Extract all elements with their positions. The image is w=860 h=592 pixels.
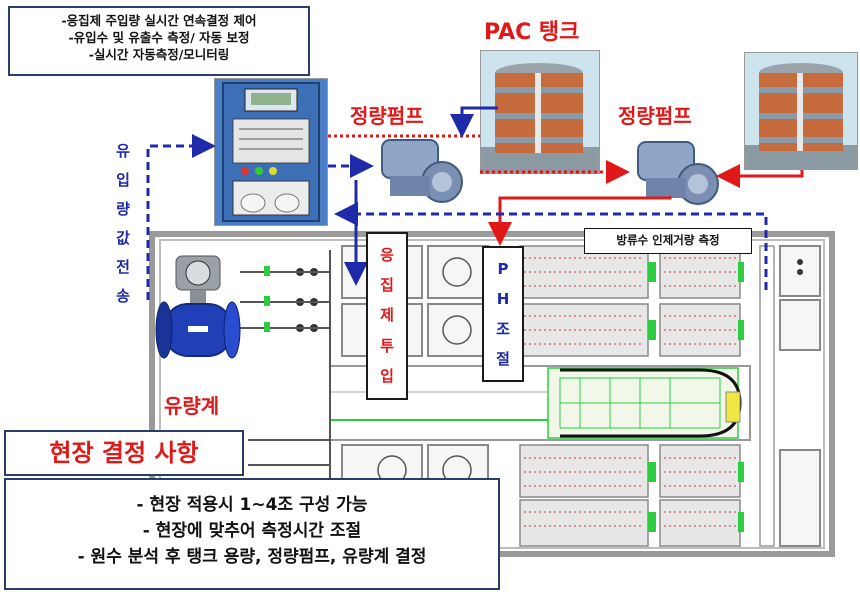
vertical-char: 전 bbox=[116, 258, 130, 276]
metering-pump-label-1: 정량펌프 bbox=[350, 104, 424, 128]
vertical-char: 응 bbox=[380, 245, 394, 264]
ph-adjustment-box: P H 조 절 bbox=[482, 246, 524, 382]
vertical-char: 량 bbox=[116, 200, 130, 218]
flowmeter-label: 유량계 bbox=[164, 394, 220, 418]
discharge-measurement-label: 방류수 인제거량 측정 bbox=[584, 228, 752, 254]
vertical-char: 조 bbox=[496, 319, 510, 338]
flowmeter-image bbox=[150, 250, 246, 370]
vertical-char: 입 bbox=[116, 171, 130, 189]
vertical-char: P bbox=[497, 259, 509, 278]
inflow-value-transmission-label: 유 입 량 값 전 송 bbox=[108, 140, 138, 306]
metering-pump-image-2 bbox=[628, 134, 722, 208]
vertical-char: 투 bbox=[380, 336, 394, 355]
vertical-char: 집 bbox=[380, 276, 394, 295]
vertical-char: 값 bbox=[116, 229, 130, 247]
decision-item: - 현장 적용시 1~4조 구성 가능 bbox=[136, 495, 368, 515]
vertical-char: 송 bbox=[116, 287, 130, 305]
vertical-char: 입 bbox=[380, 367, 394, 386]
control-features-box: -응집제 주입량 실시간 연속결정 제어 -유입수 및 유출수 측정/ 자동 보… bbox=[8, 6, 310, 76]
vertical-char: 제 bbox=[380, 306, 394, 325]
pac-tank-image bbox=[480, 50, 600, 174]
decision-item: - 현장에 맞추어 측정시간 조절 bbox=[142, 521, 362, 541]
pac-tank-label: PAC 탱크 bbox=[484, 20, 580, 45]
pac-tank-image-2 bbox=[744, 52, 858, 170]
metering-pump-image-1 bbox=[372, 132, 466, 206]
control-feature-line: -유입수 및 유출수 측정/ 자동 보정 bbox=[68, 30, 250, 45]
coagulant-injection-box: 응 집 제 투 입 bbox=[366, 232, 408, 400]
controller-cabinet-image bbox=[214, 78, 328, 226]
decision-item: - 원수 분석 후 탱크 용량, 정량펌프, 유량계 결정 bbox=[77, 547, 427, 567]
field-decision-title: 현장 결정 사항 bbox=[4, 430, 244, 476]
metering-pump-label-2: 정량펌프 bbox=[618, 104, 692, 128]
vertical-char: H bbox=[496, 289, 510, 308]
field-decision-list: - 현장 적용시 1~4조 구성 가능 - 현장에 맞추어 측정시간 조절 - … bbox=[4, 478, 500, 590]
vertical-char: 절 bbox=[496, 349, 510, 368]
control-feature-line: -실시간 자동측정/모니터링 bbox=[88, 47, 230, 62]
control-feature-line: -응집제 주입량 실시간 연속결정 제어 bbox=[61, 13, 257, 28]
vertical-char: 유 bbox=[116, 142, 130, 160]
